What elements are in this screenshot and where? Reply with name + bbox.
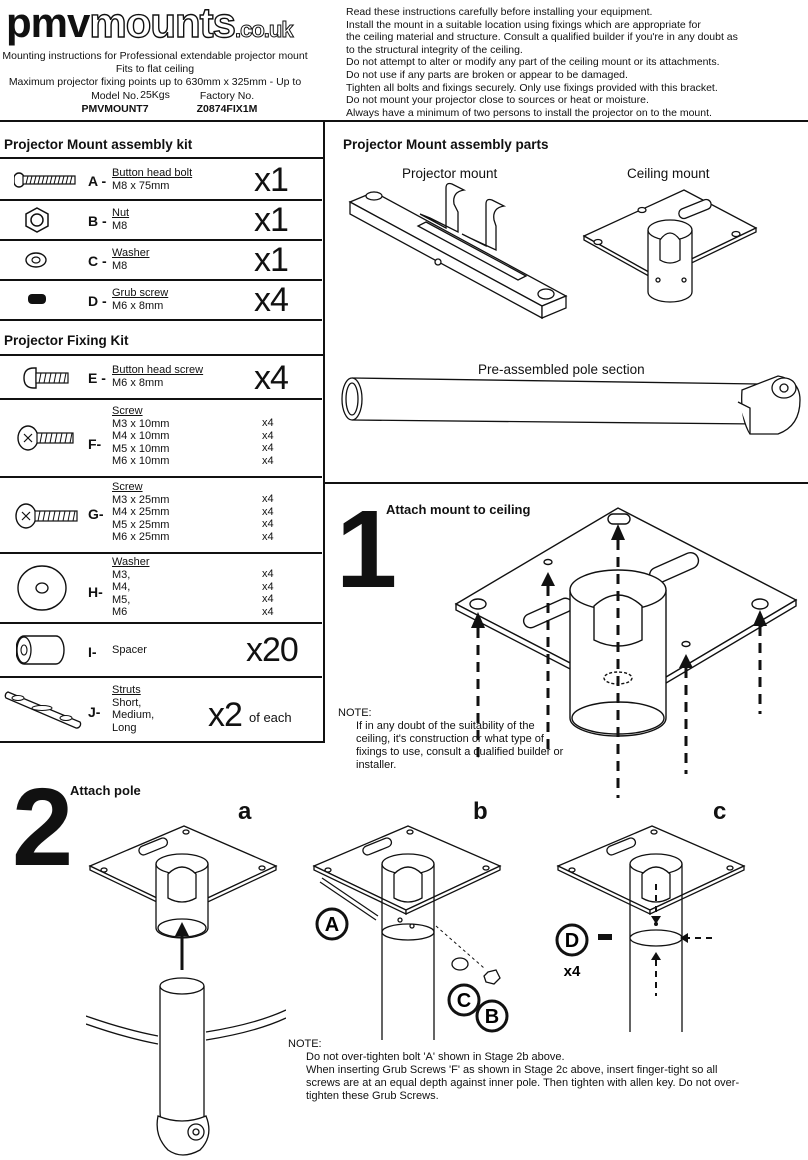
parts-divider bbox=[325, 482, 808, 484]
strut-icon bbox=[4, 691, 82, 729]
kit-top-rule bbox=[0, 157, 323, 159]
brand-logo: pmvmounts.co.uk bbox=[6, 0, 294, 46]
projector-mount-illustration bbox=[348, 182, 568, 320]
fixing-kit-title: Projector Fixing Kit bbox=[4, 333, 129, 348]
callout-d: D bbox=[565, 930, 579, 952]
stage-2c-label: c bbox=[713, 798, 727, 825]
pole-section-caption: Pre-assembled pole section bbox=[478, 362, 645, 377]
callout-a: A bbox=[325, 914, 339, 936]
washer-icon bbox=[25, 252, 47, 268]
pole-section-illustration bbox=[341, 375, 801, 435]
stage-2b-label: b bbox=[473, 798, 488, 825]
factory-number: Factory No. Z0874FIX1M bbox=[196, 90, 258, 115]
long-screw-icon bbox=[15, 503, 78, 529]
assembly-parts-title: Projector Mount assembly parts bbox=[343, 137, 549, 152]
ceiling-mount-illustration bbox=[582, 189, 758, 303]
grub-screw-icon bbox=[28, 294, 46, 304]
spacer-icon bbox=[16, 635, 65, 665]
fixing-top-rule bbox=[0, 354, 323, 356]
stage-2c-illustration: D x4 bbox=[555, 825, 746, 1032]
callout-d-qty: x4 bbox=[564, 963, 581, 980]
projector-mount-caption: Projector mount bbox=[402, 166, 498, 181]
stage-1-title: Attach mount to ceiling bbox=[386, 502, 531, 517]
kit-item-i: I- Spacer x20 bbox=[0, 624, 322, 678]
screw-icon bbox=[17, 425, 74, 451]
button-screw-icon bbox=[23, 367, 69, 389]
nut-icon bbox=[25, 207, 49, 233]
stage-2b-illustration: A C B bbox=[312, 825, 509, 1040]
stage-2-note: NOTE: Do not over-tighten bolt 'A' shown… bbox=[288, 1038, 740, 1102]
product-tagline: Mounting instructions for Professional e… bbox=[2, 50, 308, 101]
callout-b: B bbox=[485, 1006, 499, 1028]
assembly-kit-title: Projector Mount assembly kit bbox=[4, 137, 193, 152]
stage-2a-illustration bbox=[86, 825, 286, 1156]
stage-1-illustration bbox=[454, 507, 798, 798]
stage-2-title: Attach pole bbox=[70, 783, 141, 798]
stage-2a-label: a bbox=[238, 798, 252, 825]
kit-bottom-divider bbox=[0, 741, 325, 743]
column-divider bbox=[323, 120, 325, 743]
callout-c: C bbox=[457, 990, 471, 1012]
safety-instructions: Read these instructions carefully before… bbox=[346, 6, 738, 119]
stage-1-note: NOTE: If in any doubt of the suitability… bbox=[338, 707, 564, 771]
stage-1-number: 1 bbox=[336, 488, 398, 611]
large-washer-icon bbox=[17, 565, 67, 611]
header-divider bbox=[0, 120, 808, 122]
model-number: Model No. PMVMOUNT7 bbox=[81, 90, 149, 115]
bolt-icon bbox=[14, 172, 76, 188]
stage-2-number: 2 bbox=[12, 766, 74, 889]
ceiling-mount-caption: Ceiling mount bbox=[627, 166, 710, 181]
